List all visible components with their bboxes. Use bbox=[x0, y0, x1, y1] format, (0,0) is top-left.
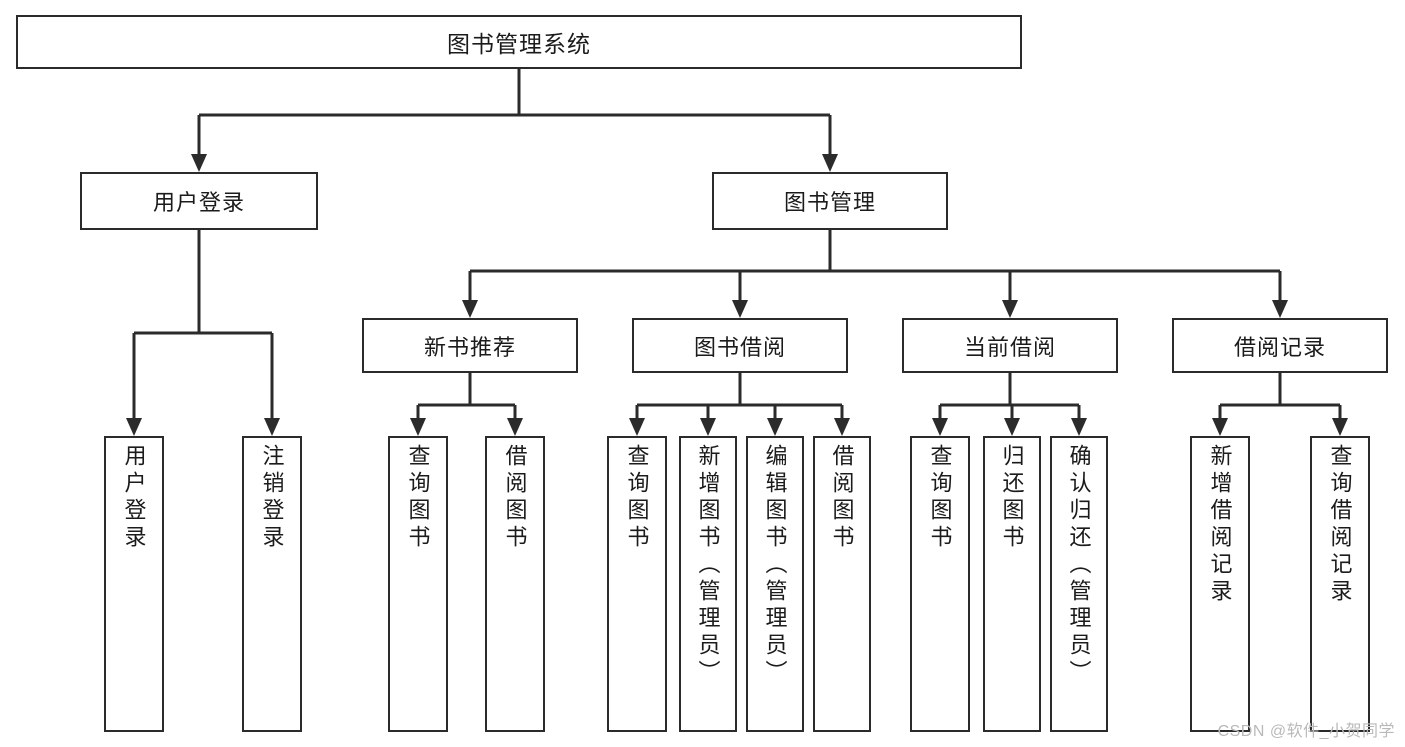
node-label: 图书管理系统 bbox=[447, 31, 591, 57]
arrowhead bbox=[1272, 300, 1288, 318]
node-current-borrow: 当前借阅 bbox=[902, 318, 1118, 373]
node-leaf-borrow-book-1: 借阅图书 bbox=[485, 436, 545, 732]
node-book-borrow: 图书借阅 bbox=[632, 318, 848, 373]
node-label: 确认归还（管理员） bbox=[1066, 444, 1092, 687]
node-label: 借阅图书 bbox=[829, 444, 855, 552]
node-label: 查询图书 bbox=[624, 444, 650, 552]
arrowhead bbox=[1071, 418, 1087, 436]
node-label: 新增借阅记录 bbox=[1207, 444, 1233, 606]
arrowhead bbox=[507, 418, 523, 436]
node-label: 查询图书 bbox=[927, 444, 953, 552]
node-label: 当前借阅 bbox=[963, 334, 1056, 360]
arrowhead bbox=[462, 300, 478, 318]
arrowhead bbox=[1002, 300, 1018, 318]
node-label: 编辑图书（管理员） bbox=[762, 444, 788, 687]
watermark-label: CSDN @软件_小贺同学 bbox=[1217, 723, 1395, 740]
node-label: 借阅图书 bbox=[502, 444, 528, 552]
arrowhead bbox=[767, 418, 783, 436]
arrowhead bbox=[700, 418, 716, 436]
node-label: 新增图书（管理员） bbox=[695, 444, 721, 687]
node-leaf-edit-book: 编辑图书（管理员） bbox=[746, 436, 804, 732]
node-label: 图书管理 bbox=[783, 190, 876, 215]
arrowhead bbox=[126, 418, 142, 436]
node-root: 图书管理系统 bbox=[16, 15, 1022, 69]
node-label: 借阅记录 bbox=[1233, 334, 1326, 360]
arrowhead bbox=[932, 418, 948, 436]
node-leaf-query-book-2: 查询图书 bbox=[607, 436, 667, 732]
node-leaf-logout: 注销登录 bbox=[242, 436, 302, 732]
node-label: 查询图书 bbox=[405, 444, 431, 552]
node-leaf-user-login: 用户登录 bbox=[104, 436, 164, 732]
arrowhead bbox=[822, 154, 838, 172]
node-leaf-query-book-3: 查询图书 bbox=[910, 436, 970, 732]
arrowhead bbox=[834, 418, 850, 436]
node-label: 用户登录 bbox=[152, 190, 245, 215]
node-leaf-query-book-1: 查询图书 bbox=[388, 436, 448, 732]
arrowhead bbox=[410, 418, 426, 436]
arrowhead bbox=[264, 418, 280, 436]
node-label: 注销登录 bbox=[259, 444, 285, 552]
node-leaf-add-record: 新增借阅记录 bbox=[1190, 436, 1250, 732]
arrowhead bbox=[1212, 418, 1228, 436]
node-label: 新书推荐 bbox=[423, 334, 516, 360]
node-leaf-query-record: 查询借阅记录 bbox=[1310, 436, 1370, 732]
node-new-book-rec: 新书推荐 bbox=[362, 318, 578, 373]
arrowhead bbox=[1004, 418, 1020, 436]
node-label: 归还图书 bbox=[999, 444, 1025, 552]
node-borrow-record: 借阅记录 bbox=[1172, 318, 1388, 373]
arrowhead bbox=[629, 418, 645, 436]
arrowhead bbox=[1332, 418, 1348, 436]
node-leaf-borrow-book-2: 借阅图书 bbox=[813, 436, 871, 732]
node-leaf-confirm-return: 确认归还（管理员） bbox=[1050, 436, 1108, 732]
node-book-manage: 图书管理 bbox=[712, 172, 948, 230]
arrowhead bbox=[732, 300, 748, 318]
arrowhead bbox=[191, 154, 207, 172]
node-label: 图书借阅 bbox=[693, 334, 786, 360]
node-label: 用户登录 bbox=[121, 444, 147, 552]
node-user-login: 用户登录 bbox=[80, 172, 318, 230]
node-label: 查询借阅记录 bbox=[1327, 444, 1353, 606]
node-leaf-add-book: 新增图书（管理员） bbox=[679, 436, 737, 732]
node-leaf-return-book: 归还图书 bbox=[983, 436, 1041, 732]
